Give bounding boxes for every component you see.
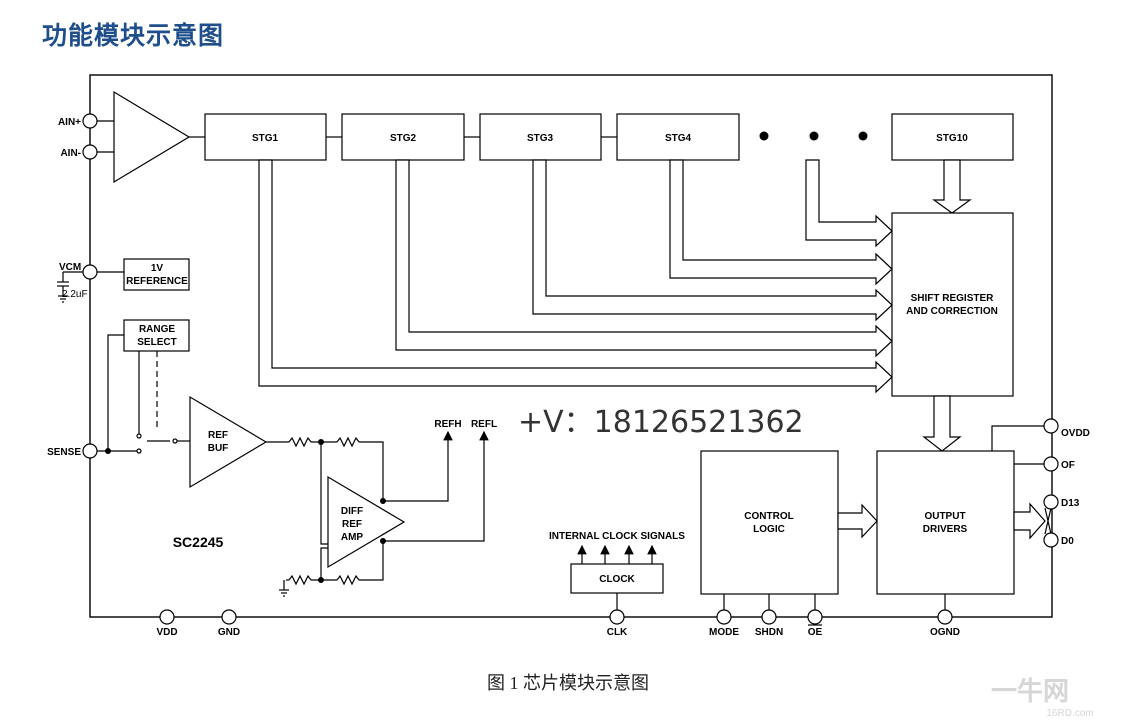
shift-to-output-arrow [922, 395, 962, 452]
stage-label: STG3 [527, 133, 554, 144]
pin-label: D0 [1061, 536, 1074, 547]
watermark: 一牛网 [991, 676, 1069, 706]
ellipsis-dot [809, 131, 819, 141]
pin-label: AIN+ [58, 117, 81, 128]
pin-shdn [761, 609, 777, 625]
pin-sense [82, 443, 98, 459]
figure-caption: 图 1 芯片模块示意图 [487, 673, 649, 693]
ref-buf-label: BUF [208, 443, 229, 454]
pin-label: OF [1061, 460, 1075, 471]
clock-block [570, 563, 664, 594]
pin-vcm [82, 264, 98, 280]
refl-label: REFL [471, 419, 497, 430]
control-logic-block [700, 450, 839, 595]
chip-outline [89, 74, 1053, 618]
clock-label: CLOCK [599, 574, 635, 585]
diff-amp-label: DIFF [341, 506, 363, 517]
stage-label: STG1 [252, 133, 279, 144]
watermark-sub: 16RD.com [1046, 708, 1093, 719]
resistor-network [266, 436, 384, 597]
shift-register-label: SHIFT REGISTER [911, 293, 995, 304]
stg10-arrow [932, 159, 972, 214]
ref-buf-label: REF [208, 430, 228, 441]
control-to-output-arrow [837, 503, 878, 539]
chip-name: SC2245 [173, 534, 224, 550]
diff-ref-amp [327, 475, 406, 569]
pin-label: SHDN [755, 627, 783, 638]
stage-bus-arrows [258, 159, 893, 394]
clock-signal-arrows [577, 544, 657, 564]
control-logic-label: CONTROL [744, 511, 793, 522]
stage-label: STG2 [390, 133, 417, 144]
pin-d13 [1043, 494, 1059, 510]
pin-clk [609, 609, 625, 625]
range-select-label: RANGE [139, 324, 175, 335]
pin-label: CLK [607, 627, 628, 638]
output-drivers-label: OUTPUT [924, 511, 965, 522]
pin-label: VDD [156, 627, 177, 638]
stage-label: STG4 [665, 133, 692, 144]
pin-of [1043, 456, 1059, 472]
reference-label: 1V [151, 263, 164, 274]
output-drivers-label: DRIVERS [923, 524, 968, 535]
ref-buf-amplifier [189, 395, 268, 489]
pin-mode [716, 609, 732, 625]
page-heading: 功能模块示意图 [42, 21, 225, 50]
input-amplifier [113, 90, 191, 184]
pin-label: D13 [1061, 498, 1080, 509]
stage-label: STG10 [936, 133, 968, 144]
pin-ain-minus [82, 144, 98, 160]
pin-label: OVDD [1061, 428, 1090, 439]
ellipsis-dot [858, 131, 868, 141]
range-select-label: SELECT [137, 337, 176, 348]
pin-gnd [221, 609, 237, 625]
pin-label: OGND [930, 627, 960, 638]
pin-label: OE [808, 627, 823, 638]
diff-amp-label: REF [342, 519, 362, 530]
pin-label: VCM [59, 262, 81, 273]
internal-clock-label: INTERNAL CLOCK SIGNALS [549, 531, 685, 542]
pin-oe [807, 609, 823, 625]
pin-label: SENSE [47, 447, 81, 458]
pin-d0 [1043, 532, 1059, 548]
control-logic-label: LOGIC [753, 524, 785, 535]
stage-blocks: STG1 STG2 STG3 STG4 STG10 [204, 113, 1014, 161]
contact-text: +V：18126521362 [518, 405, 804, 440]
pin-ognd [937, 609, 953, 625]
pin-ain-plus [82, 113, 98, 129]
data-bus-arrow [1013, 502, 1046, 540]
pin-label: AIN- [60, 148, 81, 159]
output-drivers-block [876, 450, 1015, 595]
pin-label: MODE [709, 627, 739, 638]
shift-register-label: AND CORRECTION [906, 306, 998, 317]
diff-amp-label: AMP [341, 532, 364, 543]
pin-label: GND [218, 627, 240, 638]
vcm-capacitor [57, 271, 84, 303]
pin-vdd [159, 609, 175, 625]
shift-register-block [891, 212, 1014, 397]
pin-ovdd [1043, 418, 1059, 434]
refh-label: REFH [434, 419, 461, 430]
capacitor-label: 2.2uF [62, 289, 88, 300]
reference-block [123, 258, 190, 291]
pins [82, 113, 1059, 625]
ellipsis-dot [759, 131, 769, 141]
reference-label: REFERENCE [126, 276, 188, 287]
